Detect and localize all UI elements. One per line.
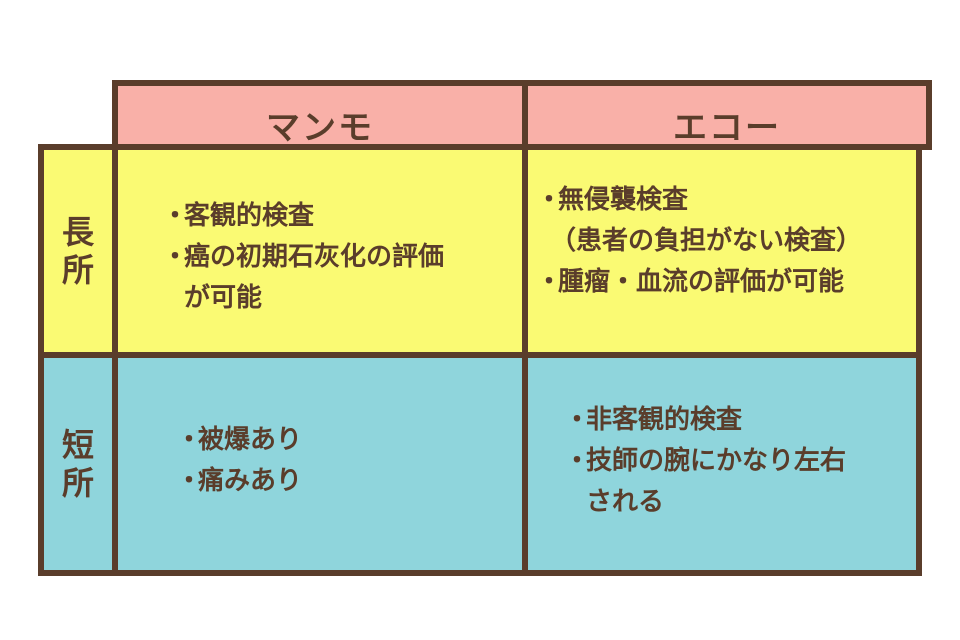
list-item: ・ 非客観的検査 [564,400,846,441]
row-label-demerit-char1: 短 [61,426,94,464]
echo-demerit-item2-line2: される [586,487,665,517]
echo-merit-list: ・ 無侵襲検査 （患者の負担がない検査） ・ 腫瘤・血流の評価が可能 [536,180,862,303]
list-item: ・ 腫瘤・血流の評価が可能 [536,262,862,303]
list-item: ・ 客観的検査 [162,196,444,237]
echo-demerit-item1: 非客観的検査 [586,405,743,435]
cell-echo-demerit: ・ 非客観的検査 ・ 技師の腕にかなり左右 される [522,352,922,576]
echo-demerit-item2-line1: 技師の腕にかなり左右 [586,446,847,476]
cell-echo-merit: ・ 無侵襲検査 （患者の負担がない検査） ・ 腫瘤・血流の評価が可能 [522,144,922,358]
list-item: ・ 無侵襲検査 （患者の負担がない検査） [536,180,862,262]
mammo-demerit-item1: 被爆あり [198,425,303,455]
echo-demerit-list: ・ 非客観的検査 ・ 技師の腕にかなり左右 される [564,400,846,523]
list-item: ・ 技師の腕にかなり左右 される [564,441,846,523]
bullet-mark: ・ [564,446,591,476]
cell-mammo-merit: ・ 客観的検査 ・ 癌の初期石灰化の評価 が可能 [112,144,528,358]
mammo-demerit-item2: 痛みあり [198,466,303,496]
bullet-mark: ・ [176,466,203,496]
row-label-demerit-char2: 所 [61,464,94,502]
header-cell-echo: エコー [522,80,932,150]
echo-merit-item1-line2: （患者の負担がない検査） [550,226,863,256]
bullet-mark: ・ [564,405,591,435]
echo-merit-item2: 腫瘤・血流の評価が可能 [558,267,845,297]
bullet-mark: ・ [176,425,203,455]
mammo-merit-item2-line2: が可能 [184,283,263,313]
list-item: ・ 癌の初期石灰化の評価 が可能 [162,237,444,319]
row-label-merit: 長 所 [38,144,118,358]
bullet-mark: ・ [536,185,563,215]
header-mammo-label: マンモ [266,108,374,148]
echo-merit-item1: 無侵襲検査 [558,185,689,215]
row-label-demerit: 短 所 [38,352,118,576]
mammo-merit-list: ・ 客観的検査 ・ 癌の初期石灰化の評価 が可能 [162,196,444,319]
mammo-demerit-list: ・ 被爆あり ・ 痛みあり [176,420,302,502]
bullet-mark: ・ [162,201,189,231]
row-label-merit-char1: 長 [61,213,94,251]
mammo-merit-item1: 客観的検査 [184,201,315,231]
bullet-mark: ・ [162,242,189,272]
bullet-mark: ・ [536,267,563,297]
cell-mammo-demerit: ・ 被爆あり ・ 痛みあり [112,352,528,576]
mammo-merit-item2-line1: 癌の初期石灰化の評価 [184,242,445,272]
row-label-merit-char2: 所 [61,251,94,289]
header-echo-label: エコー [673,108,781,148]
header-cell-mammo: マンモ [112,80,528,150]
list-item: ・ 被爆あり [176,420,302,461]
list-item: ・ 痛みあり [176,461,302,502]
